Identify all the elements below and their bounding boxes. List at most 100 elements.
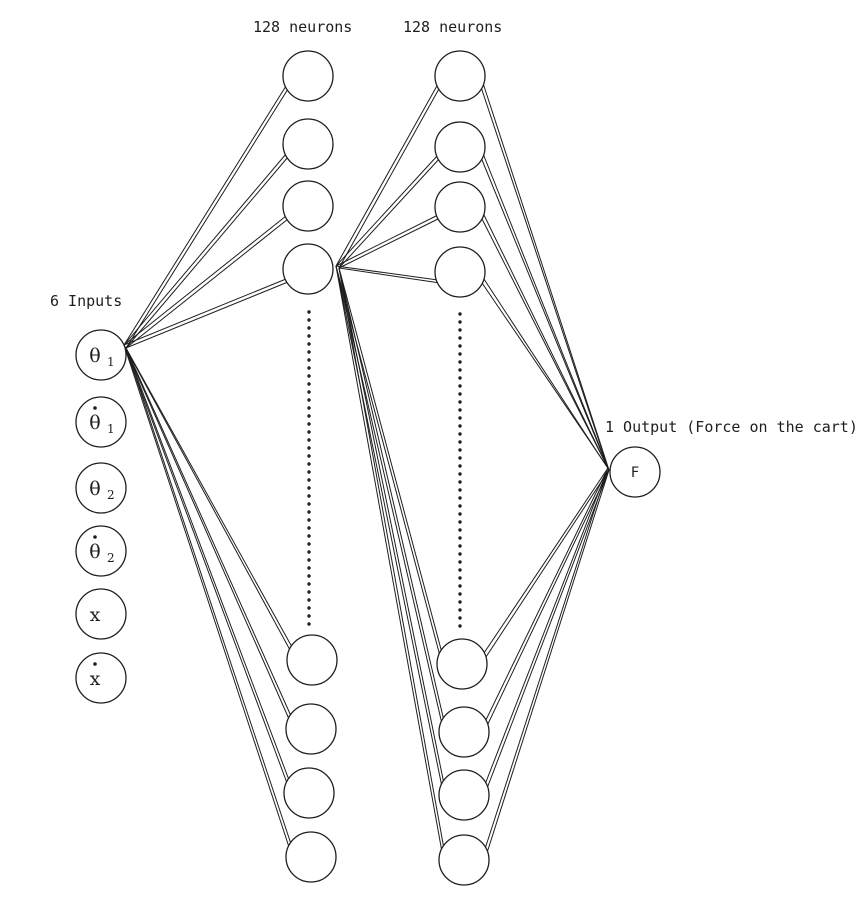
edge-input-hidden1 — [125, 156, 289, 349]
ellipsis-dot — [307, 382, 311, 386]
ellipsis-dot — [458, 488, 462, 492]
edge-input-hidden1 — [125, 218, 289, 349]
ellipsis-dot — [458, 616, 462, 620]
input-symbol: θ — [89, 478, 100, 500]
edge-hidden1-hidden2 — [335, 265, 439, 281]
edge-hidden1-hidden2 — [338, 267, 445, 785]
time-derivative-dot — [93, 406, 97, 410]
edge-input-hidden1 — [125, 88, 289, 349]
edge-input-hidden1 — [125, 347, 293, 648]
ellipsis-dot — [307, 454, 311, 458]
ellipsis-dot — [458, 344, 462, 348]
edge-hidden1-hidden2 — [338, 217, 441, 269]
hidden-layer-1-neuron — [282, 243, 334, 295]
edge-input-hidden1 — [123, 344, 291, 651]
ellipsis-dot — [307, 606, 311, 610]
edge-hidden1-hidden2 — [338, 267, 443, 654]
hidden-layer-1-neuron — [286, 634, 338, 686]
hidden-layer-2-neuron — [434, 50, 486, 102]
input-symbol: x — [90, 668, 101, 690]
ellipsis-dot — [307, 598, 311, 602]
ellipsis-dot — [458, 376, 462, 380]
ellipsis-dot — [458, 328, 462, 332]
edge-input-hidden1 — [123, 344, 288, 784]
input-neuron — [75, 525, 127, 577]
ellipsis-dot — [458, 448, 462, 452]
edge-hidden1-hidden2 — [338, 157, 441, 269]
edge-hidden2-output — [485, 469, 610, 729]
ellipsis-dot — [458, 600, 462, 604]
ellipsis-dot — [458, 472, 462, 476]
input-symbol: θ — [89, 412, 100, 434]
output-neuron — [609, 446, 661, 498]
edge-hidden1-hidden2 — [335, 265, 443, 853]
edge-hidden1-hidden2 — [335, 214, 439, 267]
edge-hidden1-hidden2 — [338, 267, 445, 850]
input-subscript: 1 — [107, 422, 115, 436]
ellipsis-dot — [458, 568, 462, 572]
hidden-layer-2-neuron — [438, 834, 490, 886]
ellipsis-dot — [458, 320, 462, 324]
ellipsis-dot — [307, 478, 311, 482]
ellipsis-dot — [307, 494, 311, 498]
hidden-layer-2-neuron — [436, 638, 488, 690]
inputs-label: 6 Inputs — [50, 292, 123, 310]
ellipsis-dot — [458, 368, 462, 372]
input-neuron — [75, 329, 127, 381]
ellipsis-dot — [307, 566, 311, 570]
hidden-layer-2-neuron — [434, 121, 486, 173]
ellipsis-dot — [307, 366, 311, 370]
ellipsis-dot — [307, 550, 311, 554]
ellipsis-dot — [458, 544, 462, 548]
ellipsis-dot — [458, 584, 462, 588]
input-subscript: 1 — [107, 355, 115, 369]
ellipsis-dot — [307, 622, 311, 626]
input-subscript: 2 — [107, 488, 115, 502]
ellipsis-dot — [307, 342, 311, 346]
hidden-layer-1-neuron — [285, 703, 337, 755]
ellipsis-dot — [307, 470, 311, 474]
ellipsis-dot — [458, 496, 462, 500]
ellipsis-dot — [307, 446, 311, 450]
ellipsis-dot — [458, 552, 462, 556]
ellipsis-dot — [307, 310, 311, 314]
edge-hidden2-output — [483, 469, 610, 661]
hidden-layer-2-label: 128 neurons — [403, 18, 503, 36]
edge-input-hidden1 — [123, 344, 290, 848]
edge-hidden1-hidden2 — [338, 86, 441, 269]
ellipsis-dot — [458, 592, 462, 596]
hidden-layer-2-neuron — [434, 181, 486, 233]
input-symbol: θ — [89, 541, 100, 563]
edge-hidden2-output — [481, 210, 610, 471]
ellipsis-dot — [307, 358, 311, 362]
hidden-layer-1-neuron — [282, 180, 334, 232]
hidden-layer-1-neuron — [282, 50, 334, 102]
ellipsis-dot — [307, 590, 311, 594]
edge-input-hidden1 — [123, 153, 287, 346]
ellipsis-dot — [458, 312, 462, 316]
hidden-layer-2-neuron — [438, 769, 490, 821]
ellipsis-dot — [307, 542, 311, 546]
edge-hidden1-hidden2 — [335, 154, 439, 267]
edge-input-hidden1 — [123, 278, 287, 346]
ellipsis-dot — [307, 406, 311, 410]
ellipsis-dot — [307, 350, 311, 354]
input-neuron — [75, 462, 127, 514]
ellipsis-dot — [458, 416, 462, 420]
hidden-layer-1-neuron — [285, 831, 337, 883]
ellipsis-dot — [307, 526, 311, 530]
input-subscript: 2 — [107, 551, 115, 565]
hidden-layer-1-neuron — [283, 767, 335, 819]
input-neuron — [75, 652, 127, 704]
edge-hidden1-hidden2 — [338, 267, 445, 722]
ellipsis-dot — [307, 510, 311, 514]
ellipsis-dot — [307, 326, 311, 330]
ellipsis-dot — [458, 336, 462, 340]
input-symbol: x — [90, 604, 101, 626]
edge-hidden2-output — [481, 79, 610, 471]
ellipsis-dot — [307, 430, 311, 434]
ellipsis-dot — [458, 512, 462, 516]
hidden-layer-1-neuron — [282, 118, 334, 170]
